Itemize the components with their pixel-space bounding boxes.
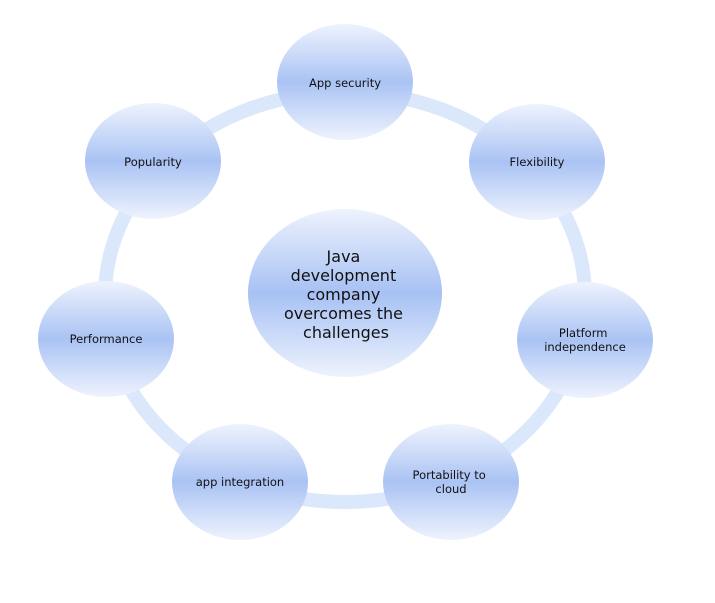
node-label-line: Portability to: [413, 468, 486, 482]
center-ellipse: [248, 209, 442, 377]
node-ellipse: [383, 424, 519, 540]
center-line-1: Java: [326, 247, 361, 266]
node-ellipse: [469, 104, 605, 220]
node-label-line: Popularity: [124, 155, 182, 169]
node-label-line: Performance: [70, 332, 143, 346]
node-ellipse: [38, 281, 174, 397]
node-ellipse: [517, 282, 653, 398]
node-label: Platform independence: [544, 326, 626, 354]
node-label: Flexibility: [510, 155, 565, 169]
node-label-line: independence: [544, 340, 626, 354]
node-label: app integration: [196, 475, 284, 489]
node-platform-independence: Platform independence: [517, 282, 653, 398]
center-line-4: overcomes the: [284, 304, 403, 323]
node-ellipse: [172, 424, 308, 540]
node-app-integration: app integration: [172, 424, 308, 540]
node-label-line: Platform: [559, 326, 608, 340]
node-label: Popularity: [124, 155, 182, 169]
node-app-security: App security: [277, 24, 413, 140]
node-ellipse: [85, 103, 221, 219]
center-line-5: challenges: [303, 323, 389, 342]
center-bubble: Java development company overcomes the c…: [248, 209, 442, 377]
node-label-line: app integration: [196, 475, 284, 489]
center-line-3: company: [307, 285, 381, 304]
node-performance: Performance: [38, 281, 174, 397]
node-ellipse: [277, 24, 413, 140]
node-label: Performance: [70, 332, 143, 346]
node-label: Portability to cloud: [413, 468, 490, 496]
node-label: App security: [309, 76, 381, 90]
node-label-line: cloud: [435, 482, 466, 496]
center-label: Java development company overcomes the c…: [284, 247, 408, 342]
node-flexibility: Flexibility: [469, 104, 605, 220]
node-popularity: Popularity: [85, 103, 221, 219]
center-line-2: development: [291, 266, 397, 285]
node-label-line: App security: [309, 76, 381, 90]
node-label-line: Flexibility: [510, 155, 565, 169]
node-portability-to-cloud: Portability to cloud: [383, 424, 519, 540]
